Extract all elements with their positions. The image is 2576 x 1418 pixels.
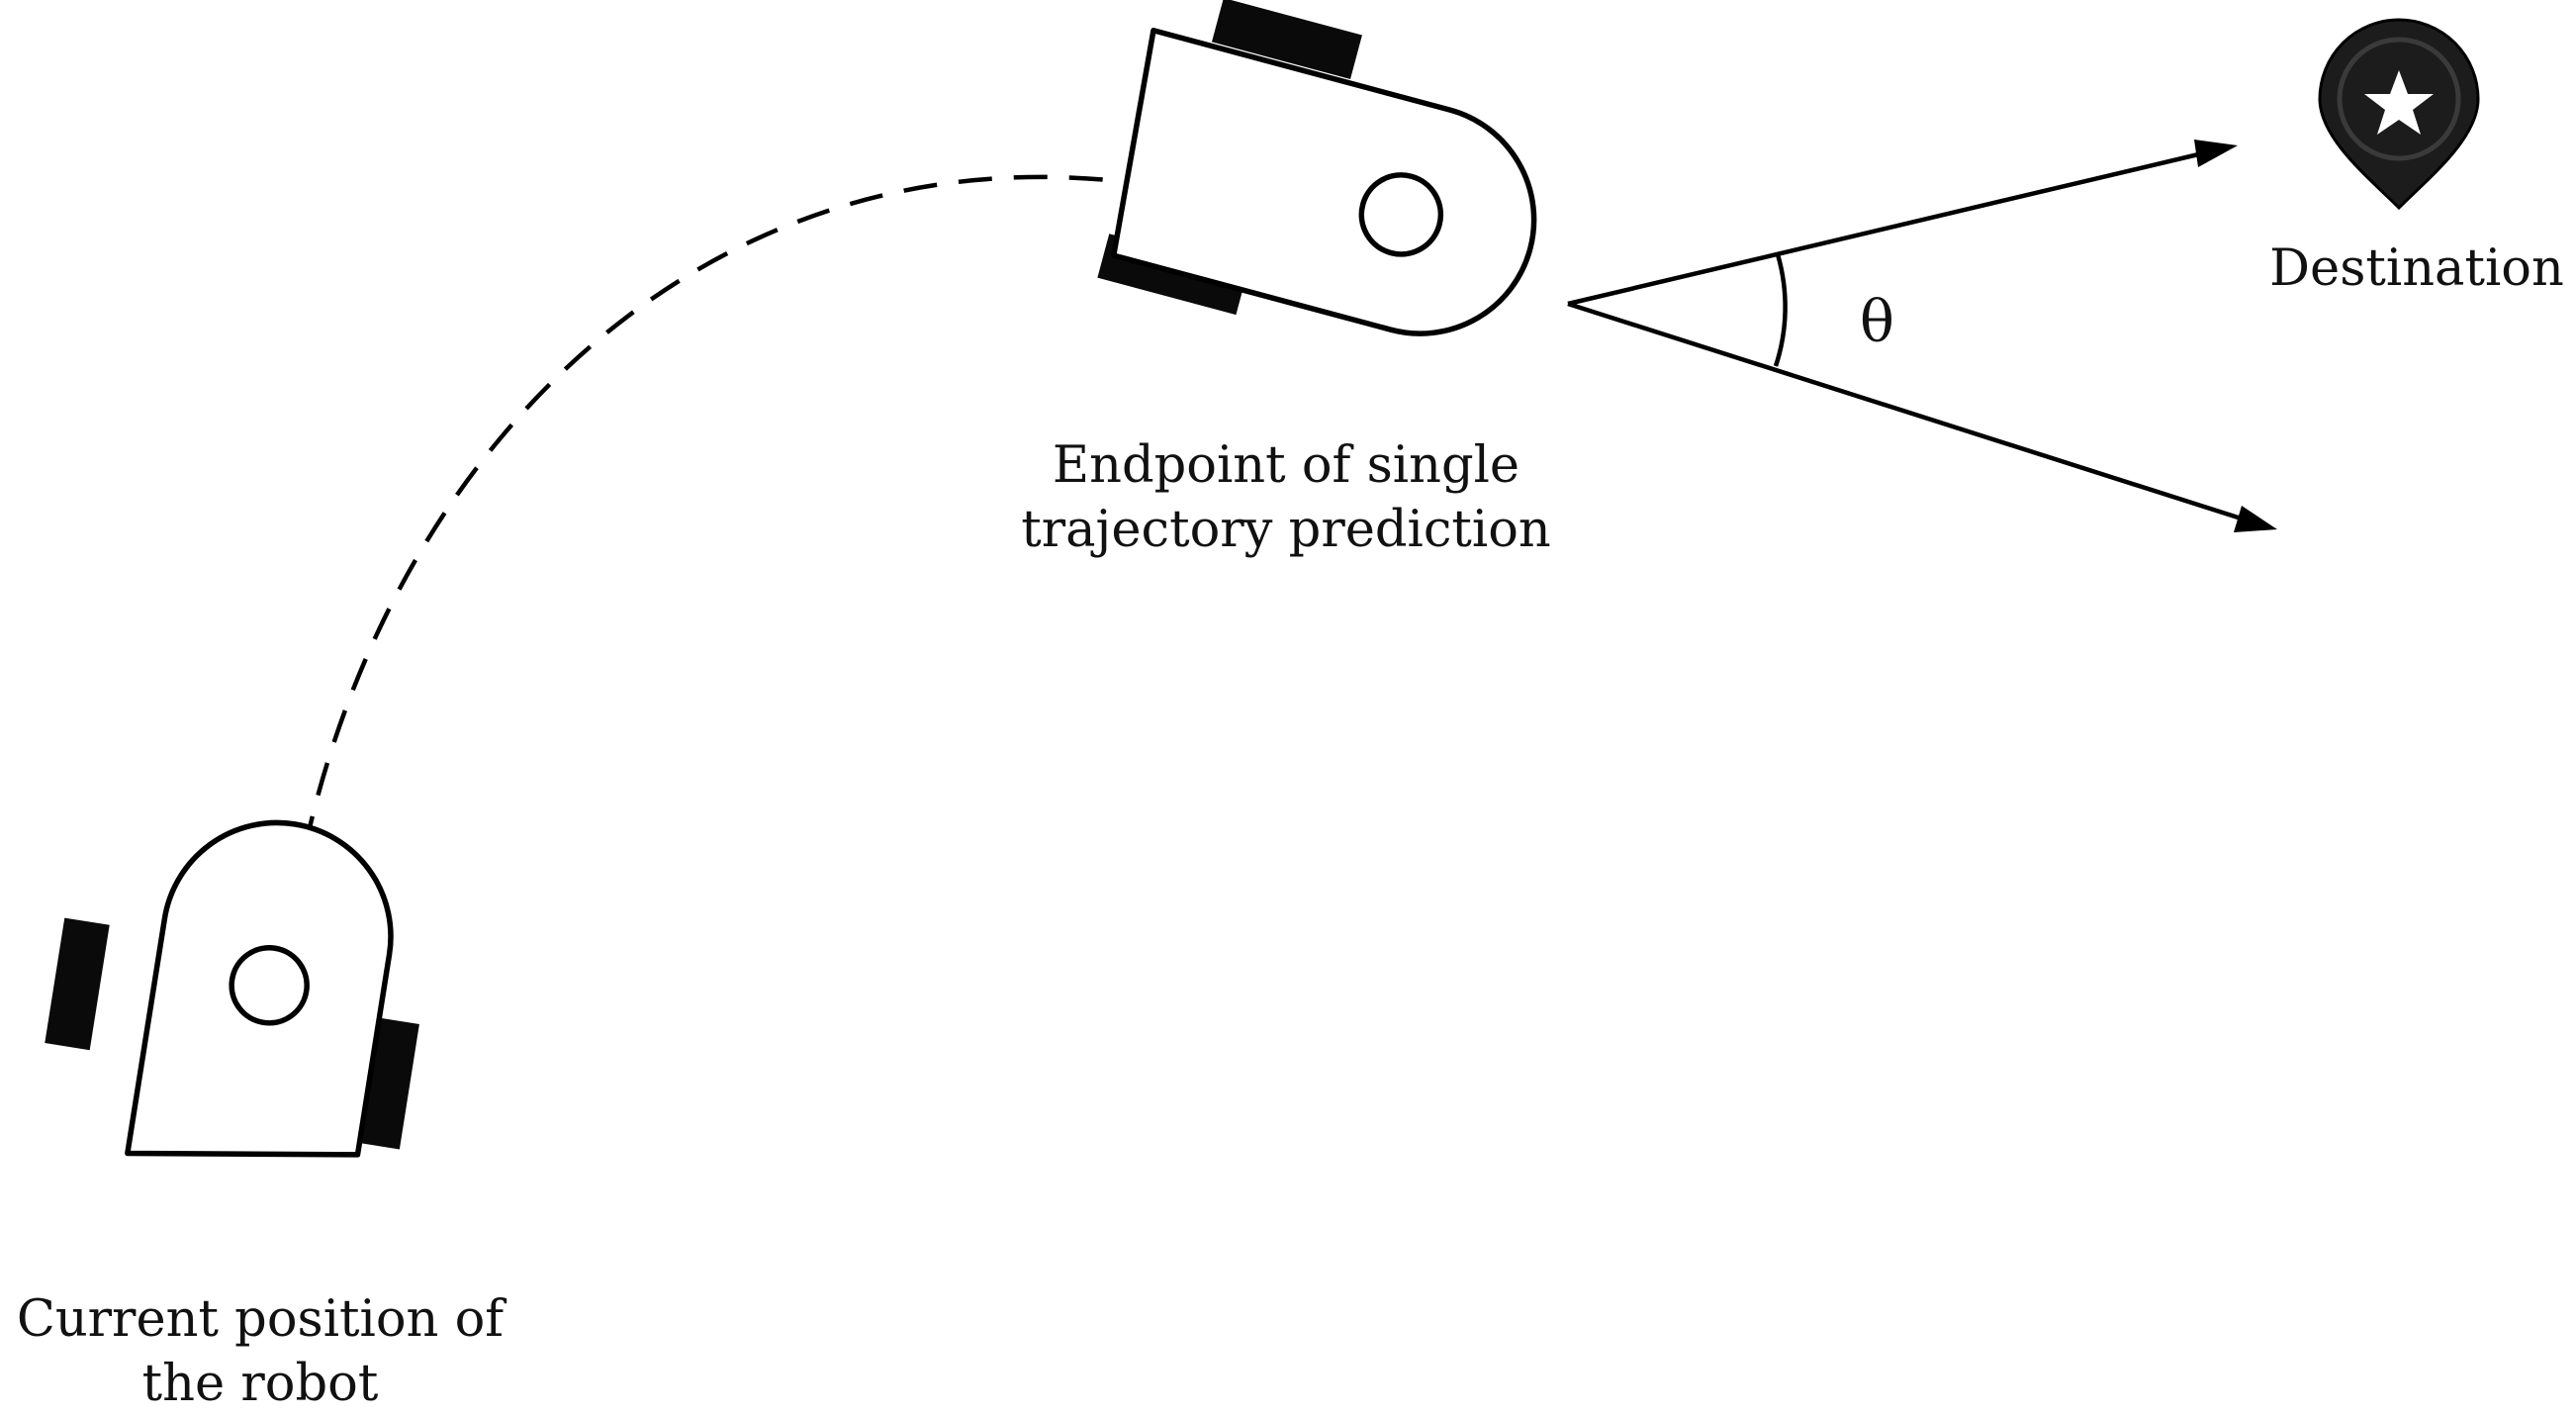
arrowhead-lower	[2234, 506, 2277, 532]
endpoint-label-line-1: Endpoint of single	[1053, 436, 1519, 495]
predicted-trajectory-path	[302, 174, 1119, 850]
robot-wheel-top	[1211, 0, 1362, 79]
pin-inner-ring	[2337, 37, 2461, 161]
robot-body	[1111, 28, 1537, 336]
endpoint-label-line-2: trajectory prediction	[1021, 501, 1551, 559]
direction-to-destination-arrow	[1567, 148, 2212, 307]
robot-sensor	[1358, 172, 1444, 257]
arrowhead-upper	[2194, 140, 2238, 167]
robot-sensor	[229, 945, 310, 1026]
current-robot-icon	[45, 819, 419, 1158]
current-robot-label-line-2: the robot	[142, 1355, 379, 1413]
robot-wheel-left	[45, 917, 110, 1051]
endpoint-robot-icon	[1097, 0, 1537, 336]
angle-arc	[1773, 253, 1788, 367]
star-icon	[2364, 70, 2434, 135]
destination-label: Destination	[2269, 239, 2564, 298]
destination-pin-icon	[2318, 18, 2480, 211]
angle-theta-label: θ	[1860, 288, 1894, 355]
current-robot-label-line-1: Current position of	[17, 1290, 506, 1349]
predicted-heading-arrow	[1567, 301, 2252, 524]
